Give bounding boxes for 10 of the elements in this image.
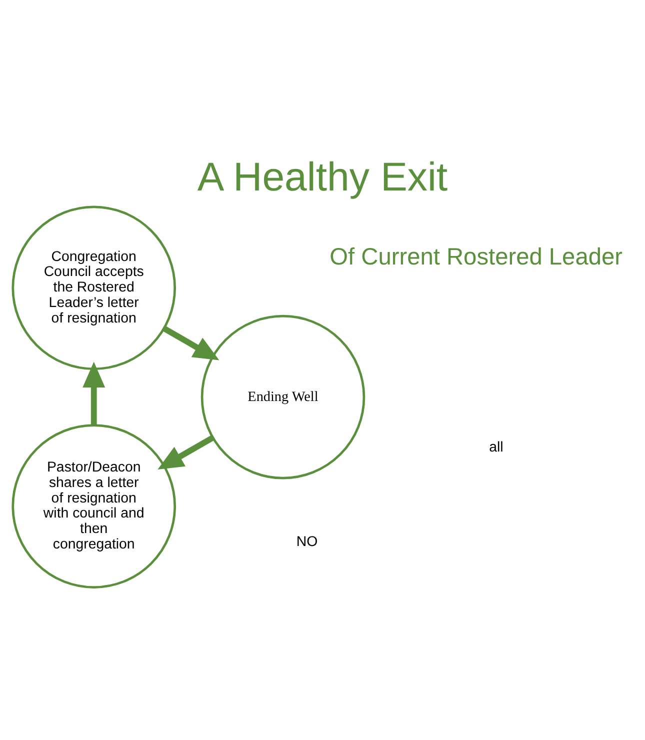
arrow bbox=[158, 434, 214, 469]
label: NO bbox=[296, 534, 318, 550]
node-circle: Ending Well bbox=[200, 314, 366, 479]
node-circle: Pastor/Deacon shares a letter of resignation with council and then congregation bbox=[12, 424, 176, 588]
label: Of Current Rostered Leader bbox=[330, 244, 622, 270]
diagram-title: A Healthy Exit bbox=[197, 154, 448, 200]
arrow bbox=[162, 326, 220, 360]
node-circle: Congregation Council accepts the Rostered Leader’s letter of resignation bbox=[12, 205, 176, 370]
label: all bbox=[489, 439, 504, 456]
arrow bbox=[82, 361, 106, 425]
